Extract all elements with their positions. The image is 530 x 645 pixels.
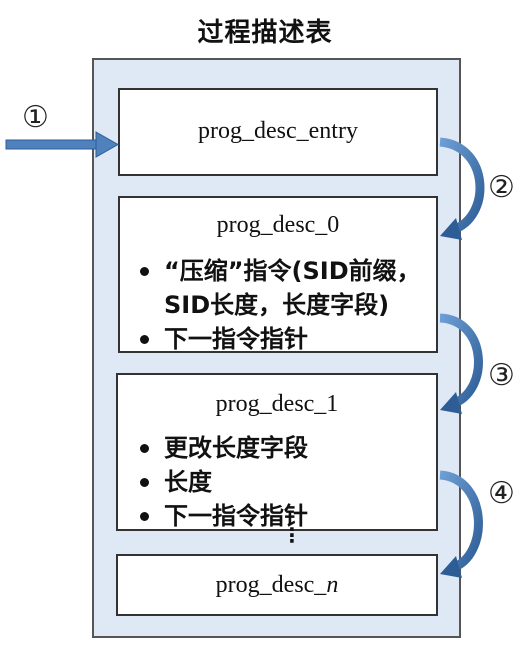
box-n-title-prefix: prog_desc_ [215,572,327,598]
bullet-dot [140,335,149,344]
box-prog-desc-0: prog_desc_0 “压缩”指令(SID前缀， SID长度，长度字段) 下一… [118,196,438,353]
curved-arrow-2 [439,137,485,240]
marker-2: ② [488,170,515,205]
box-0-bullet-1-continued: SID长度，长度字段) [138,288,430,322]
bullet-dot [140,512,149,521]
marker-4: ④ [488,476,515,511]
box-0-bullet-1: “压缩”指令(SID前缀， [138,254,430,288]
box-1-bullet-3-text: 下一指令指针 [164,502,308,530]
box-entry-title: prog_desc_entry [198,118,358,144]
box-1-bullet-1: 更改长度字段 [138,431,430,465]
box-n-title-italic: n [326,572,339,598]
marker-1: ① [22,100,49,135]
bullet-dot [140,444,149,453]
marker-3: ③ [488,358,515,393]
box-1-bullet-2: 长度 [138,465,430,499]
bullet-dot [140,478,149,487]
curved-arrow-3 [439,313,483,414]
box-1-bullet-2-text: 长度 [164,468,212,496]
box-n-title: prog_desc_n [118,572,436,599]
diagram-title: 过程描述表 [197,18,333,48]
box-0-bullet-2: 下一指令指针 [138,322,430,356]
box-1-bullet-1-text: 更改长度字段 [164,434,308,462]
box-prog-desc-entry: prog_desc_entry [118,88,438,176]
box-prog-desc-n: prog_desc_n [116,554,438,616]
box-0-bullet-2-text: 下一指令指针 [164,325,308,353]
bullet-dot [140,267,149,276]
box-0-bullet-1-cont-text: SID长度，长度字段) [164,291,390,319]
box-0-title: prog_desc_0 [216,212,340,238]
curved-arrow-4 [439,470,483,578]
box-0-bullet-1-text: “压缩”指令(SID前缀， [164,257,421,285]
box-1-bullet-3: 下一指令指针 [138,499,430,533]
entry-arrow [5,131,120,158]
box-prog-desc-1: prog_desc_1 更改长度字段 长度 下一指令指针 [116,373,438,531]
box-1-title: prog_desc_1 [215,391,339,417]
